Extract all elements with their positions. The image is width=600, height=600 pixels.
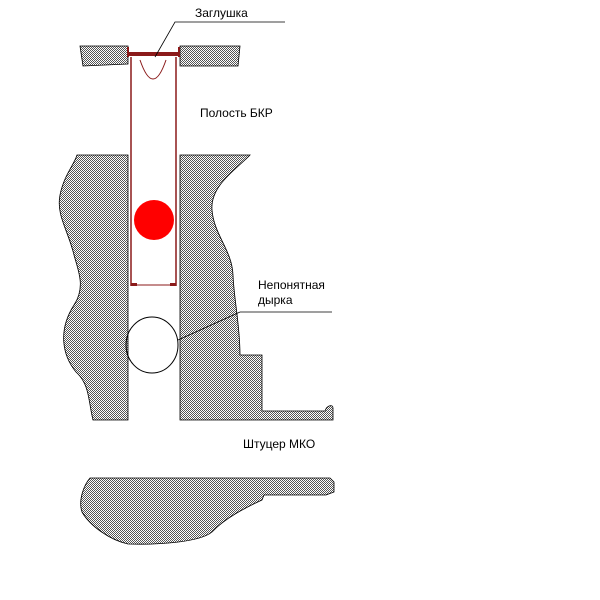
hole-leader-line [177, 311, 332, 341]
ball [134, 200, 174, 240]
plug-label: Заглушка [195, 6, 248, 20]
top-plate-left [79, 45, 129, 67]
strange-hole [125, 316, 179, 374]
plug [127, 47, 180, 80]
top-plate-right [179, 45, 241, 67]
tube [130, 57, 177, 286]
mko-fitting-label: Штуцер МКО [243, 437, 315, 451]
body-left-wall [58, 154, 129, 421]
strange-hole-label-line2: дырка [258, 293, 293, 307]
body-right-wall [179, 154, 334, 421]
body-bottom [80, 477, 335, 545]
strange-hole-label-line1: Непонятная [258, 278, 325, 292]
plug-leader-line [154, 21, 285, 58]
bkr-cavity-label: Полость БКР [200, 106, 273, 120]
